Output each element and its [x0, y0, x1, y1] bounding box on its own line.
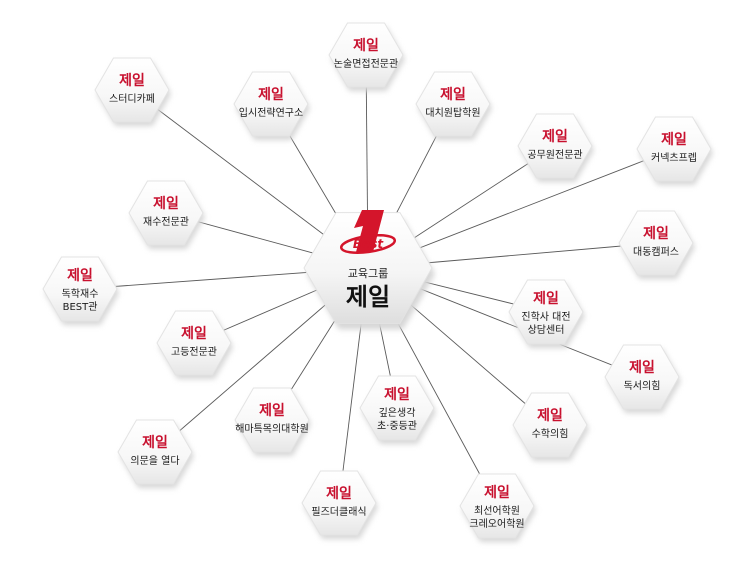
- node-brand: 제일: [537, 408, 563, 424]
- node-label: 독서의힘: [624, 380, 661, 392]
- node-shape: [42, 256, 118, 322]
- node-brand: 제일: [353, 38, 379, 54]
- node-shape: [512, 392, 588, 458]
- node-shape: [636, 116, 712, 182]
- node-label: 크레오어학원: [469, 518, 524, 530]
- node-label: 커넥츠프렙: [651, 152, 697, 164]
- best-logo: Best: [339, 210, 397, 255]
- node-brand: 제일: [542, 129, 568, 145]
- hub-shape: [303, 212, 433, 324]
- node-label: 입시전략연구소: [239, 106, 303, 119]
- node-brand: 제일: [384, 387, 410, 403]
- node-shape: [618, 210, 694, 276]
- node-label: 초·중등관: [377, 420, 417, 432]
- node-brand: 제일: [533, 291, 559, 307]
- node-shape: [301, 470, 377, 536]
- node-brand: 제일: [629, 360, 655, 376]
- logo-swoosh: [339, 233, 397, 255]
- node-label: 최선어학원: [474, 505, 520, 517]
- node-brand: 제일: [259, 403, 285, 419]
- node-label: 진학사 대전: [521, 311, 570, 323]
- node-label: 재수전문관: [143, 216, 189, 228]
- logo-text: Best: [353, 237, 384, 251]
- node-label: 공무원전문관: [527, 149, 582, 161]
- node-shape: [128, 180, 204, 246]
- node-label: 고등전문관: [171, 346, 217, 358]
- node-label: 대동캠퍼스: [633, 246, 679, 258]
- logo-one-shape: [354, 210, 384, 252]
- node-brand: 제일: [119, 73, 145, 89]
- node-shape: [604, 344, 680, 410]
- node-shape: [94, 57, 170, 123]
- node-shape: [234, 387, 310, 453]
- node-brand: 제일: [643, 226, 669, 242]
- node-shape: [517, 113, 593, 179]
- node-label: 스터디카페: [109, 93, 155, 105]
- node-brand: 제일: [67, 268, 93, 284]
- node-brand: 제일: [153, 196, 179, 212]
- node-label: 논술면접전문관: [334, 58, 398, 70]
- node-shape: [117, 419, 193, 485]
- node-brand: 제일: [181, 326, 207, 342]
- node-label: 대치원탑학원: [425, 107, 480, 119]
- node-shape: [328, 22, 404, 88]
- hub-subtitle: 교육그룹: [348, 267, 388, 280]
- node-label: 독학재수: [62, 288, 99, 300]
- node-brand: 제일: [326, 486, 352, 502]
- node-shape: [156, 310, 232, 376]
- node-label: 상담센터: [528, 324, 565, 336]
- node-brand: 제일: [258, 87, 284, 103]
- node-brand: 제일: [484, 485, 510, 501]
- node-shape: [508, 279, 584, 345]
- node-shape: [459, 473, 535, 539]
- node-label: 필즈더클래식: [311, 506, 366, 518]
- node-brand: 제일: [440, 87, 466, 103]
- node-label: 해마특목의대학원: [235, 422, 309, 435]
- node-shape: [415, 71, 491, 137]
- node-shape: [359, 375, 435, 441]
- node-label: 수학의힘: [532, 428, 569, 440]
- hub-title: 제일: [346, 283, 390, 311]
- node-label: BEST관: [63, 301, 98, 313]
- node-shape: [233, 71, 309, 137]
- node-label: 깊은생각: [379, 407, 416, 419]
- node-brand: 제일: [142, 435, 168, 451]
- node-label: 의문을 열다: [130, 455, 179, 467]
- node-brand: 제일: [661, 132, 687, 148]
